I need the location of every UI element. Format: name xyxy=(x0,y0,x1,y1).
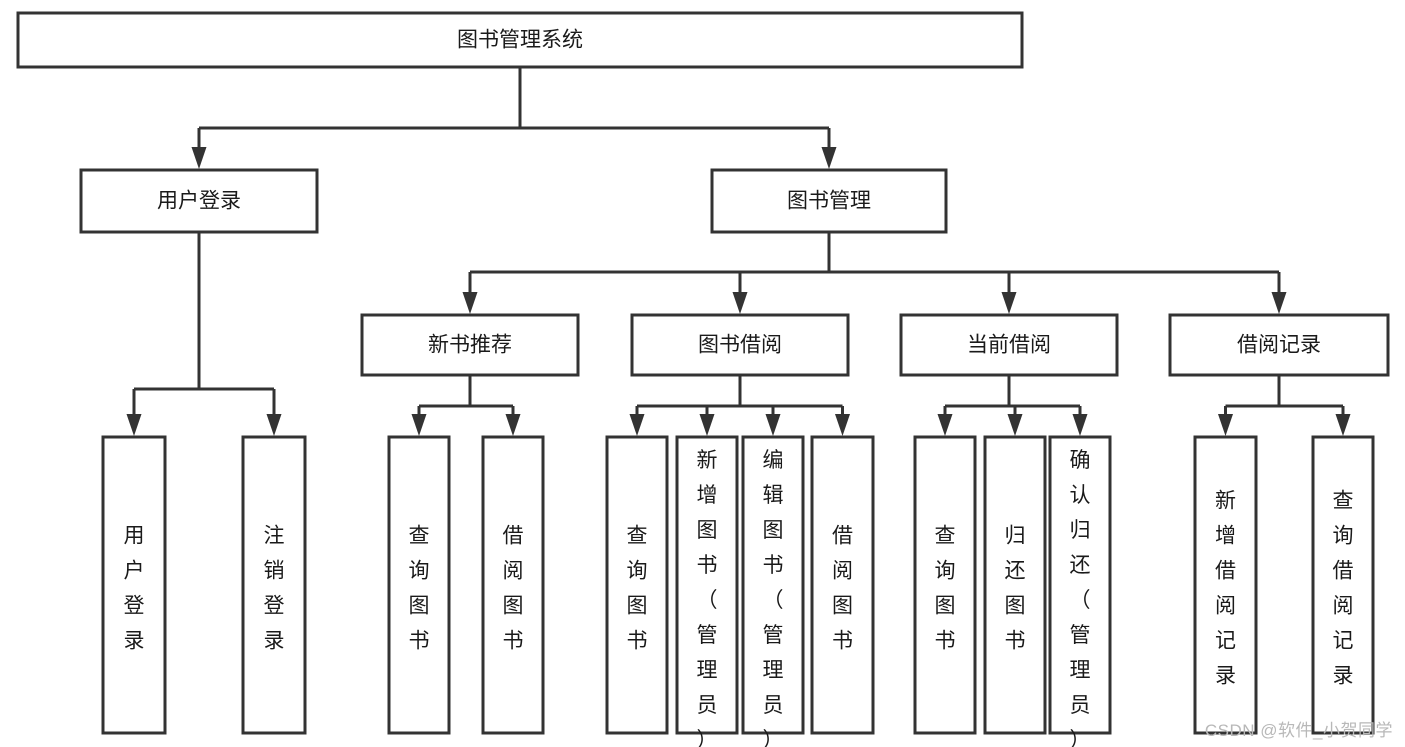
connectors-layer xyxy=(126,67,1351,436)
arrowhead-icon xyxy=(821,147,837,169)
node-box[interactable] xyxy=(360,313,580,377)
node-box[interactable] xyxy=(387,435,451,735)
arrowhead-icon xyxy=(1001,292,1017,314)
node-label: 图书管理 xyxy=(787,190,871,213)
node-box[interactable] xyxy=(79,168,319,234)
node-user-login[interactable]: 用户登录 xyxy=(79,168,319,234)
arrowhead-icon xyxy=(1007,414,1023,436)
connector-group-user-login xyxy=(126,232,282,436)
node-box[interactable] xyxy=(481,435,545,735)
nodes-layer: 图书管理系统用户登录图书管理新书推荐图书借阅当前借阅借阅记录用户登录注销登录查询… xyxy=(16,11,1390,747)
arrowhead-icon xyxy=(732,292,748,314)
arrowhead-icon xyxy=(1218,414,1233,436)
node-label: 查询图书 xyxy=(627,524,648,652)
arrowhead-icon xyxy=(126,414,142,436)
arrowhead-icon xyxy=(1072,414,1088,436)
arrowhead-icon xyxy=(505,414,521,436)
node-box[interactable] xyxy=(1311,435,1375,735)
node-box[interactable] xyxy=(630,313,850,377)
connector-group-new-book-recommend xyxy=(411,375,521,436)
node-box[interactable] xyxy=(1048,435,1112,735)
node-box[interactable] xyxy=(741,435,805,735)
node-label: 查询借阅记录 xyxy=(1333,489,1354,687)
arrowhead-icon xyxy=(1271,292,1287,314)
node-box[interactable] xyxy=(899,313,1119,377)
node-leaf-confirm-return[interactable]: 确认归还（管理员） xyxy=(1048,435,1112,747)
node-leaf-query-book-current[interactable]: 查询图书 xyxy=(913,435,977,735)
node-label: 借阅图书 xyxy=(503,524,524,652)
node-new-book-recommend[interactable]: 新书推荐 xyxy=(360,313,580,377)
node-box[interactable] xyxy=(1168,313,1390,377)
node-box[interactable] xyxy=(983,435,1047,735)
watermark-text: CSDN @软件_小贺同学 xyxy=(1204,721,1393,740)
node-label: 用户登录 xyxy=(157,190,241,213)
node-leaf-user-login[interactable]: 用户登录 xyxy=(101,435,167,735)
node-label: 用户登录 xyxy=(124,524,145,652)
arrowhead-icon xyxy=(191,147,207,169)
node-label: 借阅记录 xyxy=(1237,334,1321,357)
arrowhead-icon xyxy=(629,414,645,436)
node-leaf-add-borrow-record[interactable]: 新增借阅记录 xyxy=(1193,435,1258,735)
node-leaf-query-borrow-record[interactable]: 查询借阅记录 xyxy=(1311,435,1375,735)
connector-group-borrow-record xyxy=(1218,375,1351,436)
node-box[interactable] xyxy=(913,435,977,735)
node-box[interactable] xyxy=(810,435,875,735)
arrowhead-icon xyxy=(462,292,478,314)
node-leaf-borrow-book[interactable]: 借阅图书 xyxy=(810,435,875,735)
node-label: 新增借阅记录 xyxy=(1215,489,1236,687)
arrowhead-icon xyxy=(937,414,953,436)
node-label: 注销登录 xyxy=(264,524,285,652)
connector-group-current-borrow xyxy=(937,375,1088,436)
node-label: 查询图书 xyxy=(409,524,430,652)
node-box[interactable] xyxy=(1193,435,1258,735)
node-label: 借阅图书 xyxy=(832,524,853,652)
node-box[interactable] xyxy=(675,435,739,735)
node-borrow-record[interactable]: 借阅记录 xyxy=(1168,313,1390,377)
node-label: 查询图书 xyxy=(935,524,956,652)
node-label: 新书推荐 xyxy=(428,334,512,357)
node-book-borrow[interactable]: 图书借阅 xyxy=(630,313,850,377)
node-leaf-user-logout[interactable]: 注销登录 xyxy=(241,435,307,735)
connector-group-book-borrow xyxy=(629,375,850,436)
arrowhead-icon xyxy=(699,414,715,436)
arrowhead-icon xyxy=(765,414,781,436)
node-label: 图书管理系统 xyxy=(457,29,583,52)
node-box[interactable] xyxy=(241,435,307,735)
node-box[interactable] xyxy=(710,168,948,234)
node-leaf-return-book[interactable]: 归还图书 xyxy=(983,435,1047,735)
node-box[interactable] xyxy=(605,435,669,735)
node-label: 确认归还（管理员） xyxy=(1070,449,1091,747)
connector-group-book-manage xyxy=(462,232,1287,314)
arrowhead-icon xyxy=(266,414,282,436)
node-label: 当前借阅 xyxy=(967,334,1051,357)
node-box[interactable] xyxy=(101,435,167,735)
node-box[interactable] xyxy=(16,11,1024,69)
node-leaf-query-book-recommend[interactable]: 查询图书 xyxy=(387,435,451,735)
arrowhead-icon xyxy=(411,414,427,436)
node-label: 归还图书 xyxy=(1005,524,1026,652)
node-current-borrow[interactable]: 当前借阅 xyxy=(899,313,1119,377)
node-leaf-edit-book[interactable]: 编辑图书（管理员） xyxy=(741,435,805,747)
node-label: 新增图书（管理员） xyxy=(697,449,718,747)
connector-group-root xyxy=(191,67,837,169)
node-label: 编辑图书（管理员） xyxy=(763,449,784,747)
node-book-manage[interactable]: 图书管理 xyxy=(710,168,948,234)
arrowhead-icon xyxy=(1335,414,1351,436)
node-leaf-borrow-book-recommend[interactable]: 借阅图书 xyxy=(481,435,545,735)
node-leaf-add-book[interactable]: 新增图书（管理员） xyxy=(675,435,739,747)
node-label: 图书借阅 xyxy=(698,334,782,357)
node-root[interactable]: 图书管理系统 xyxy=(16,11,1024,69)
arrowhead-icon xyxy=(835,414,850,436)
node-leaf-query-book-borrow[interactable]: 查询图书 xyxy=(605,435,669,735)
